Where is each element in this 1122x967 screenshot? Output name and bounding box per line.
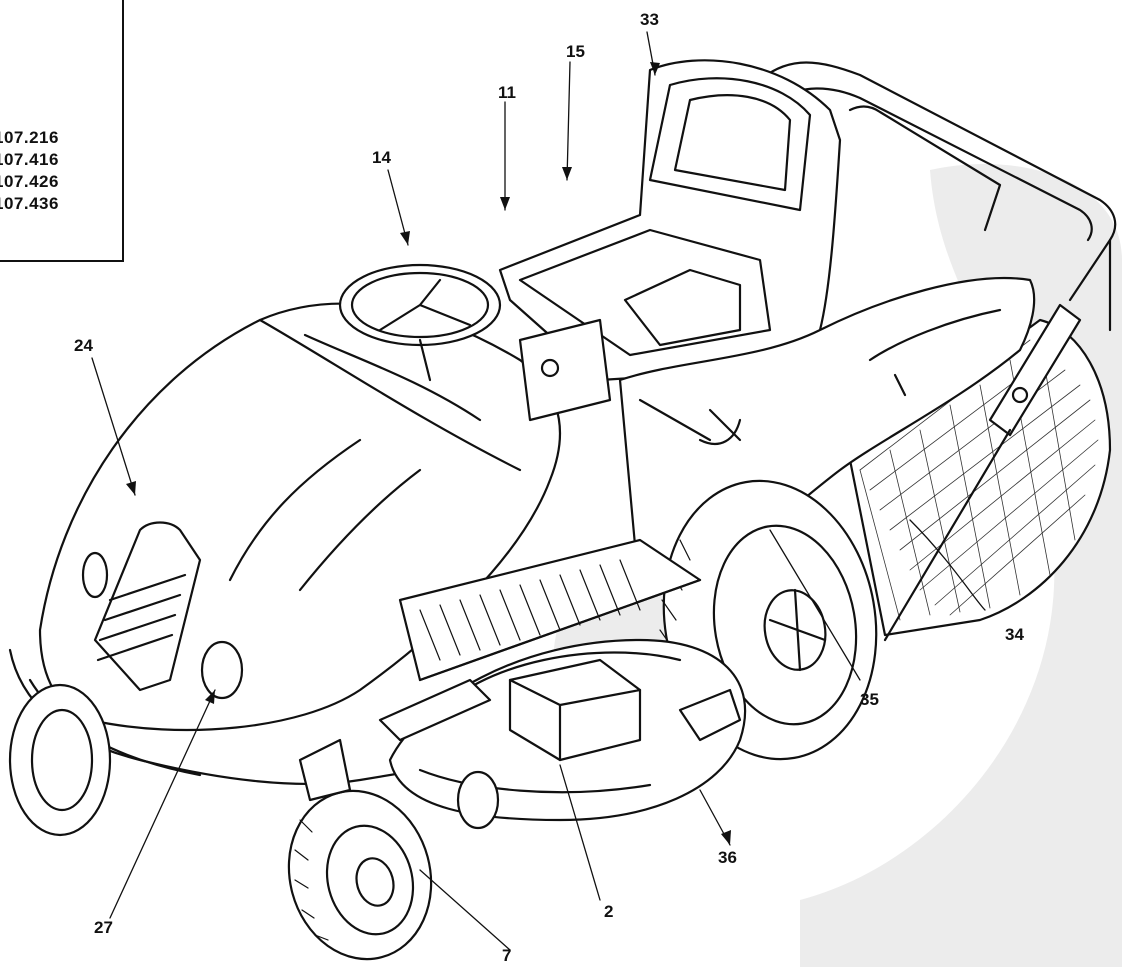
collector-frame	[758, 61, 1117, 302]
callout-7: 7	[502, 946, 512, 965]
mower-drawing	[8, 31, 1117, 961]
leader-arrows	[126, 62, 731, 845]
callout-35: 35	[860, 690, 879, 709]
model-number-3: 107.426	[0, 172, 59, 191]
front-wheel-left	[8, 683, 112, 837]
callout-14: 14	[372, 148, 391, 167]
collector-mesh	[859, 339, 1099, 621]
callout-2: 2	[604, 902, 614, 921]
model-number-2: 107.416	[0, 150, 59, 169]
callout-27: 27	[94, 918, 113, 937]
callout-36: 36	[718, 848, 737, 867]
model-number-1: 107.216	[0, 128, 59, 147]
headlight	[200, 640, 244, 700]
callout-11: 11	[498, 83, 516, 102]
front-wheel-right	[287, 789, 433, 961]
collector-bag	[848, 318, 1112, 637]
model-number-4: 107.436	[0, 194, 59, 213]
callout-33: 33	[640, 10, 659, 29]
callout-15: 15	[566, 42, 585, 61]
model-number-box	[0, 0, 124, 262]
callout-24: 24	[74, 336, 93, 355]
callout-34: 34	[1005, 625, 1024, 644]
